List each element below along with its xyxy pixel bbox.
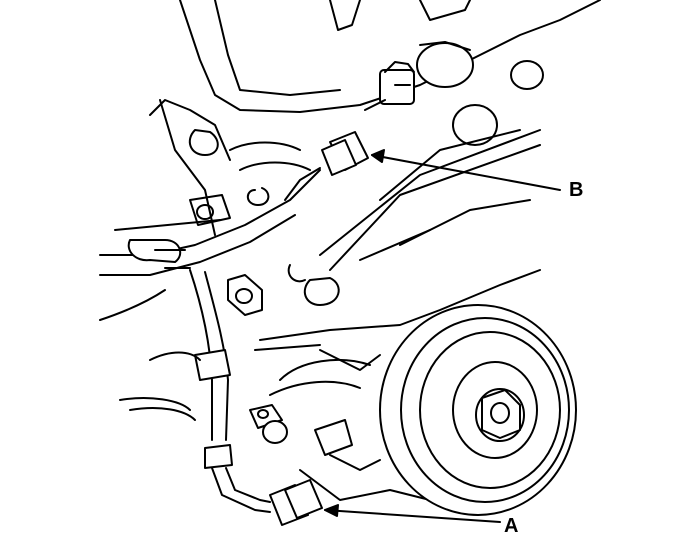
top-sensor xyxy=(364,41,544,146)
connector-b xyxy=(284,131,369,201)
leader-lines xyxy=(324,149,561,523)
lower-housing xyxy=(99,219,541,501)
engine-block xyxy=(149,0,601,236)
bracket-arms xyxy=(287,129,541,306)
wire-harness xyxy=(99,169,321,513)
callout-label-b: B xyxy=(569,179,584,201)
clip-bolts xyxy=(189,194,353,456)
connector-a xyxy=(269,479,323,526)
callout-label-a: A xyxy=(504,515,519,537)
crank-pulley xyxy=(379,304,577,516)
